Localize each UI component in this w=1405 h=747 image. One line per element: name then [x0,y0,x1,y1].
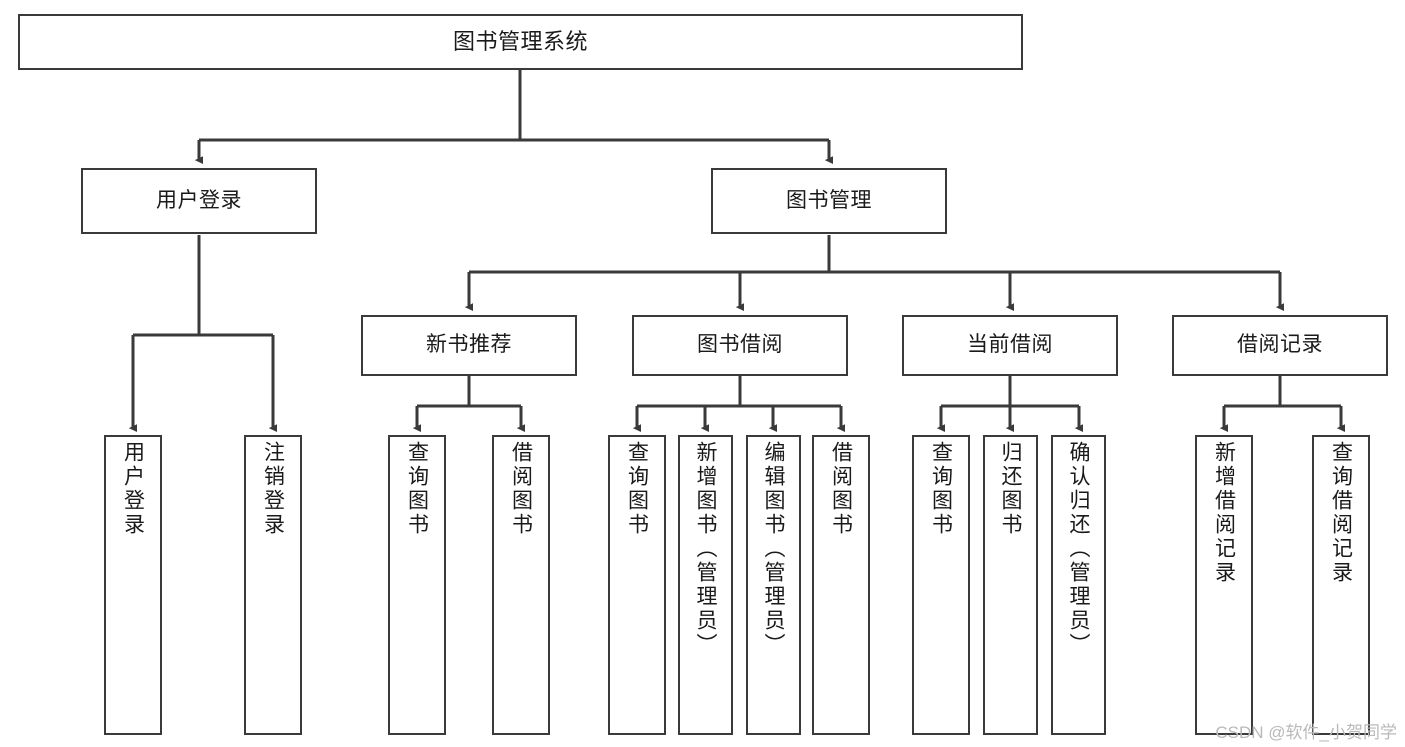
node-label: 借阅图书 [509,441,533,537]
node-label: 注销登录 [261,441,285,537]
node-leaf-edit-book-admin[interactable]: 编辑图书（管理员） [746,435,801,735]
node-book-management[interactable]: 图书管理 [711,168,947,234]
node-book-borrow[interactable]: 图书借阅 [632,315,848,376]
node-root-book-management-system[interactable]: 图书管理系统 [18,14,1023,70]
node-new-book-recommend[interactable]: 新书推荐 [361,315,577,376]
node-label: 当前借阅 [967,333,1053,357]
node-label: 借阅记录 [1237,333,1323,357]
node-label: 确认归还（管理员） [1067,441,1090,657]
node-borrow-record[interactable]: 借阅记录 [1172,315,1388,376]
node-leaf-borrow-book-recommend[interactable]: 借阅图书 [492,435,550,735]
csdn-watermark: CSDN @软件_小贺同学 [1215,723,1397,742]
node-label: 查询图书 [929,441,953,537]
node-leaf-query-book-current[interactable]: 查询图书 [912,435,970,735]
node-label: 用户登录 [156,188,242,212]
node-leaf-return-book[interactable]: 归还图书 [983,435,1038,735]
node-leaf-logout[interactable]: 注销登录 [244,435,302,735]
node-leaf-query-book-borrow[interactable]: 查询图书 [608,435,666,735]
node-current-borrow[interactable]: 当前借阅 [902,315,1118,376]
node-label: 借阅图书 [829,441,853,537]
node-leaf-add-book-admin[interactable]: 新增图书（管理员） [678,435,733,735]
node-label: 编辑图书（管理员） [762,441,785,657]
node-label: 查询图书 [405,441,429,537]
node-leaf-query-borrow-record[interactable]: 查询借阅记录 [1312,435,1370,735]
node-leaf-add-borrow-record[interactable]: 新增借阅记录 [1195,435,1253,735]
node-label: 查询借阅记录 [1329,441,1353,585]
node-leaf-user-login[interactable]: 用户登录 [104,435,162,735]
node-label: 查询图书 [625,441,649,537]
node-label: 用户登录 [121,441,145,537]
node-label: 图书借阅 [697,333,783,357]
node-leaf-confirm-return-admin[interactable]: 确认归还（管理员） [1051,435,1106,735]
node-label: 新增图书（管理员） [694,441,717,657]
node-label: 归还图书 [999,441,1022,537]
node-label: 新书推荐 [426,333,512,357]
node-label: 图书管理系统 [452,29,588,55]
node-leaf-borrow-book[interactable]: 借阅图书 [812,435,870,735]
node-leaf-query-book-recommend[interactable]: 查询图书 [388,435,446,735]
node-user-login[interactable]: 用户登录 [81,168,317,234]
node-label: 图书管理 [786,188,872,212]
node-label: 新增借阅记录 [1212,441,1236,585]
